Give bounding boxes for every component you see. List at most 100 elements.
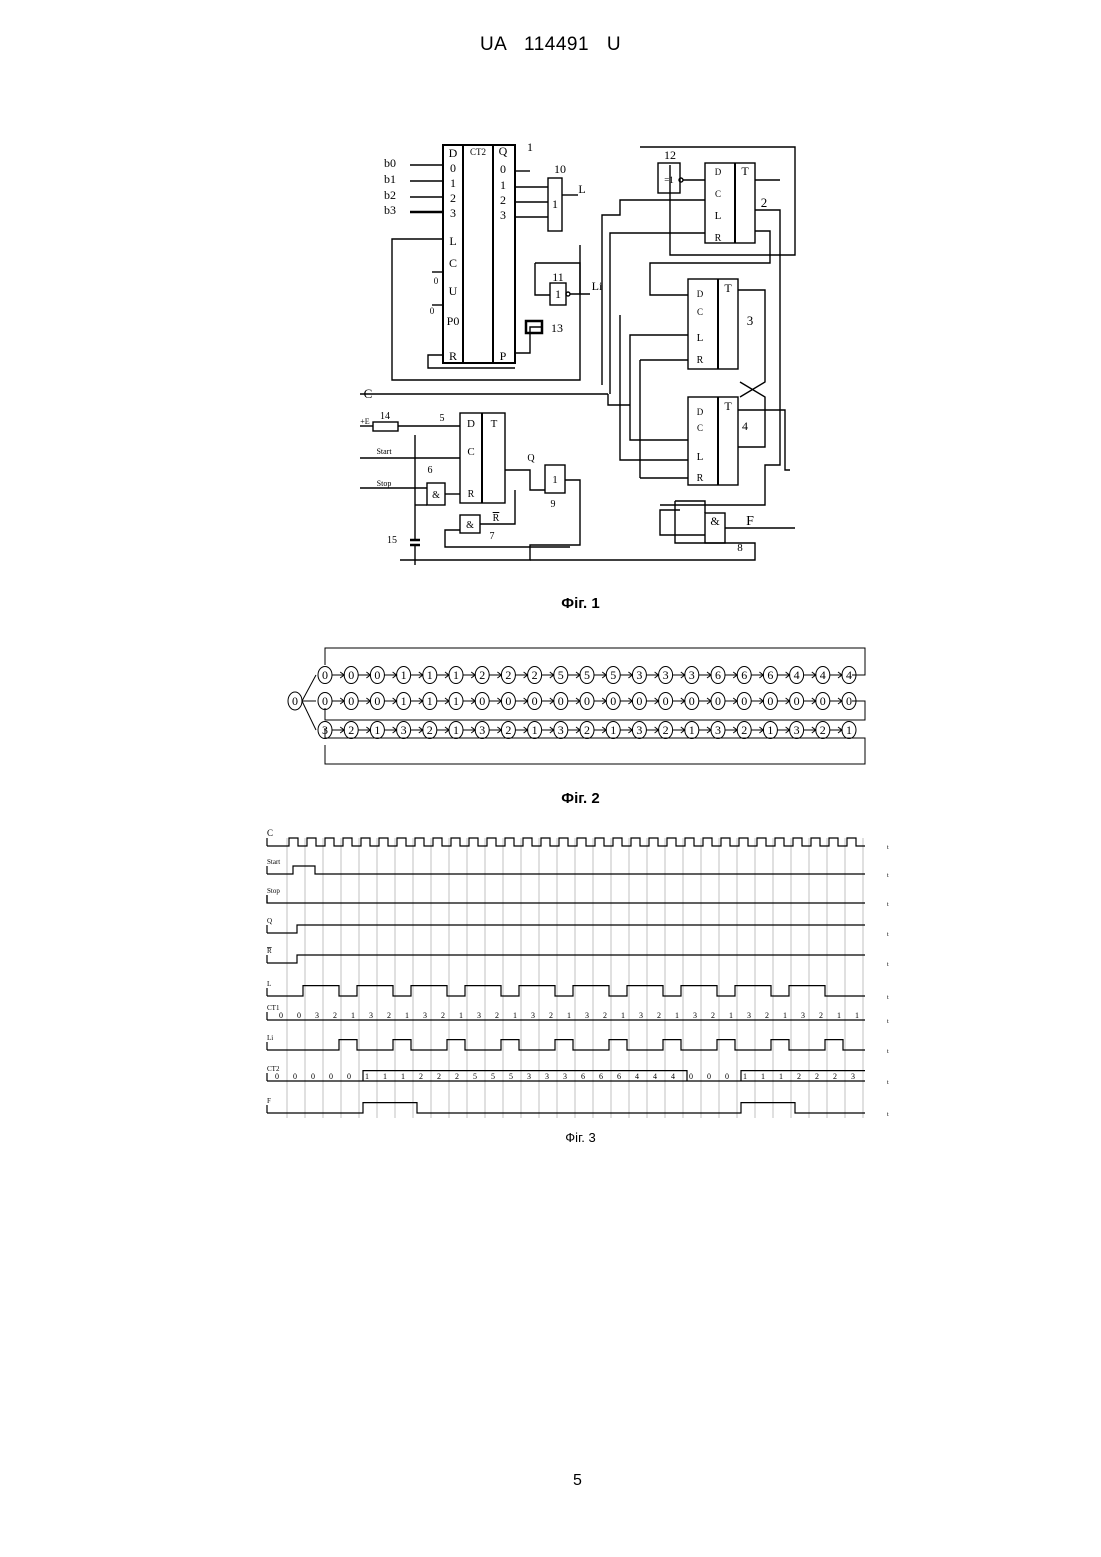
- ff2-c: C: [715, 189, 721, 199]
- fig2-node: 1: [423, 667, 437, 684]
- element-11-label: 11: [552, 270, 564, 284]
- fig3-ct2-value: 2: [797, 1072, 801, 1081]
- fig2-node-label: 1: [846, 723, 852, 737]
- fig3-signal-name: Start: [267, 858, 280, 866]
- fig3-ct1-value: 2: [819, 1011, 823, 1020]
- ct2-out-1: 1: [500, 178, 506, 192]
- gate-11-symbol: 1: [555, 287, 561, 301]
- fig3-ct1-value: 2: [603, 1011, 607, 1020]
- fig2-node-label: 0: [636, 694, 642, 708]
- fig3-ct1-value: 3: [585, 1011, 589, 1020]
- b3-label: b3: [384, 203, 396, 217]
- fig2-node: 0: [475, 693, 489, 710]
- fig2-node: 1: [449, 722, 463, 739]
- fig3-ct2-value: 2: [815, 1072, 819, 1081]
- ff5-t: T: [491, 418, 498, 430]
- fig3-axis-label: t: [887, 902, 889, 908]
- fig2-node-label: 0: [505, 694, 511, 708]
- fig2-node: 6: [763, 667, 777, 684]
- fig2-node: 3: [685, 667, 699, 684]
- ct2-pin-u: U: [449, 284, 458, 298]
- fig3-ct2-value: 1: [365, 1072, 369, 1081]
- fig3-ct2-value: 4: [653, 1072, 657, 1081]
- fig2-node: 4: [816, 667, 830, 684]
- fig3-ct1-value: 3: [639, 1011, 643, 1020]
- ff4-r: R: [697, 473, 704, 484]
- fig2-node-label: 0: [532, 694, 538, 708]
- fig2-node-label: 3: [479, 723, 485, 737]
- element-8-label: 8: [737, 542, 743, 554]
- ct2-out-p: P: [500, 349, 507, 363]
- fig2-node-label: 5: [610, 668, 616, 682]
- fig2-node: 0: [632, 693, 646, 710]
- fig3-ct1-value: 0: [279, 1011, 283, 1020]
- fig2-node-label: 3: [401, 723, 407, 737]
- zero-p0-label: 0: [430, 306, 435, 316]
- fig2-node-label: 0: [322, 668, 328, 682]
- fig2-node-label: 0: [374, 694, 380, 708]
- fig3-ct1-value: 3: [477, 1011, 481, 1020]
- ct2-pin-d: D: [449, 146, 458, 160]
- fig2-node: 3: [397, 722, 411, 739]
- fig2-node: 1: [842, 722, 856, 739]
- fig2-node: 0: [370, 667, 384, 684]
- gate-10-symbol: 1: [552, 197, 558, 211]
- fig3-ct2-value: 1: [761, 1072, 765, 1081]
- fig3-axis-label: t: [887, 845, 889, 851]
- ff3-l: L: [697, 332, 704, 344]
- ct2-out-0: 0: [500, 162, 506, 176]
- element-4-label: 4: [742, 419, 748, 433]
- fig3-ct1-value: 3: [693, 1011, 697, 1020]
- ct2-out-2: 2: [500, 193, 506, 207]
- ff3-d: D: [697, 289, 704, 299]
- fig2-node-label: 2: [427, 723, 433, 737]
- fig2-node-label: 0: [820, 694, 826, 708]
- ct2-pin-2: 2: [450, 191, 456, 205]
- fig2-node-label: 3: [794, 723, 800, 737]
- fig3-axis-label: t: [887, 1049, 889, 1055]
- fig3-ct2-value: 3: [563, 1072, 567, 1081]
- ct2-pin-3: 3: [450, 206, 456, 220]
- fig2-node: 3: [475, 722, 489, 739]
- fig2-node-label: 2: [741, 723, 747, 737]
- ff3-t: T: [724, 281, 732, 295]
- element-6-label: 6: [428, 465, 433, 476]
- element-13-label: 13: [551, 321, 563, 335]
- fig3-ct1-value: 3: [369, 1011, 373, 1020]
- fig2-node: 1: [528, 722, 542, 739]
- fig2-node-label: 0: [715, 694, 721, 708]
- fig2-node-label: 0: [610, 694, 616, 708]
- fig1-caption: Фіг. 1: [0, 595, 1101, 612]
- fig3-ct1-value: 1: [783, 1011, 787, 1020]
- fig3-ct2-value: 5: [473, 1072, 477, 1081]
- element-3-label: 3: [747, 313, 754, 328]
- fig2-node-label: 3: [689, 668, 695, 682]
- element-1-label: 1: [527, 140, 533, 154]
- fig3-axis-label: t: [887, 995, 889, 1001]
- fig2-node: 5: [554, 667, 568, 684]
- fig3-axis-label: t: [887, 962, 889, 968]
- fig1-circuit-diagram: b0 b1 b2 b3 D 0 1 2 3 L C U P0 R CT2 Q 0…: [340, 135, 820, 580]
- fig2-node-label: 2: [663, 723, 669, 737]
- fig2-node-label: 0: [322, 694, 328, 708]
- fig3-ct1-value: 0: [297, 1011, 301, 1020]
- ff3-r: R: [697, 355, 704, 366]
- fig3-ct2-value: 3: [545, 1072, 549, 1081]
- fig2-node: 0: [318, 693, 332, 710]
- ff2-r: R: [715, 233, 722, 244]
- fig2-node: 1: [370, 722, 384, 739]
- fig3-ct2-value: 1: [401, 1072, 405, 1081]
- fig3-ct2-value: 0: [293, 1072, 297, 1081]
- fig3-wave-q: [267, 925, 865, 933]
- fig2-node: 2: [659, 722, 673, 739]
- element-10-label: 10: [554, 162, 566, 176]
- fig2-node: 2: [423, 722, 437, 739]
- fig2-node: 1: [397, 667, 411, 684]
- fig3-ct1-value: 1: [459, 1011, 463, 1020]
- fig2-node-label: 0: [846, 694, 852, 708]
- fig2-node: 0: [711, 693, 725, 710]
- fig2-node: 1: [685, 722, 699, 739]
- fig3-ct1-value: 1: [351, 1011, 355, 1020]
- fig2-node-label: 4: [820, 668, 826, 682]
- fig2-node-label: 0: [558, 694, 564, 708]
